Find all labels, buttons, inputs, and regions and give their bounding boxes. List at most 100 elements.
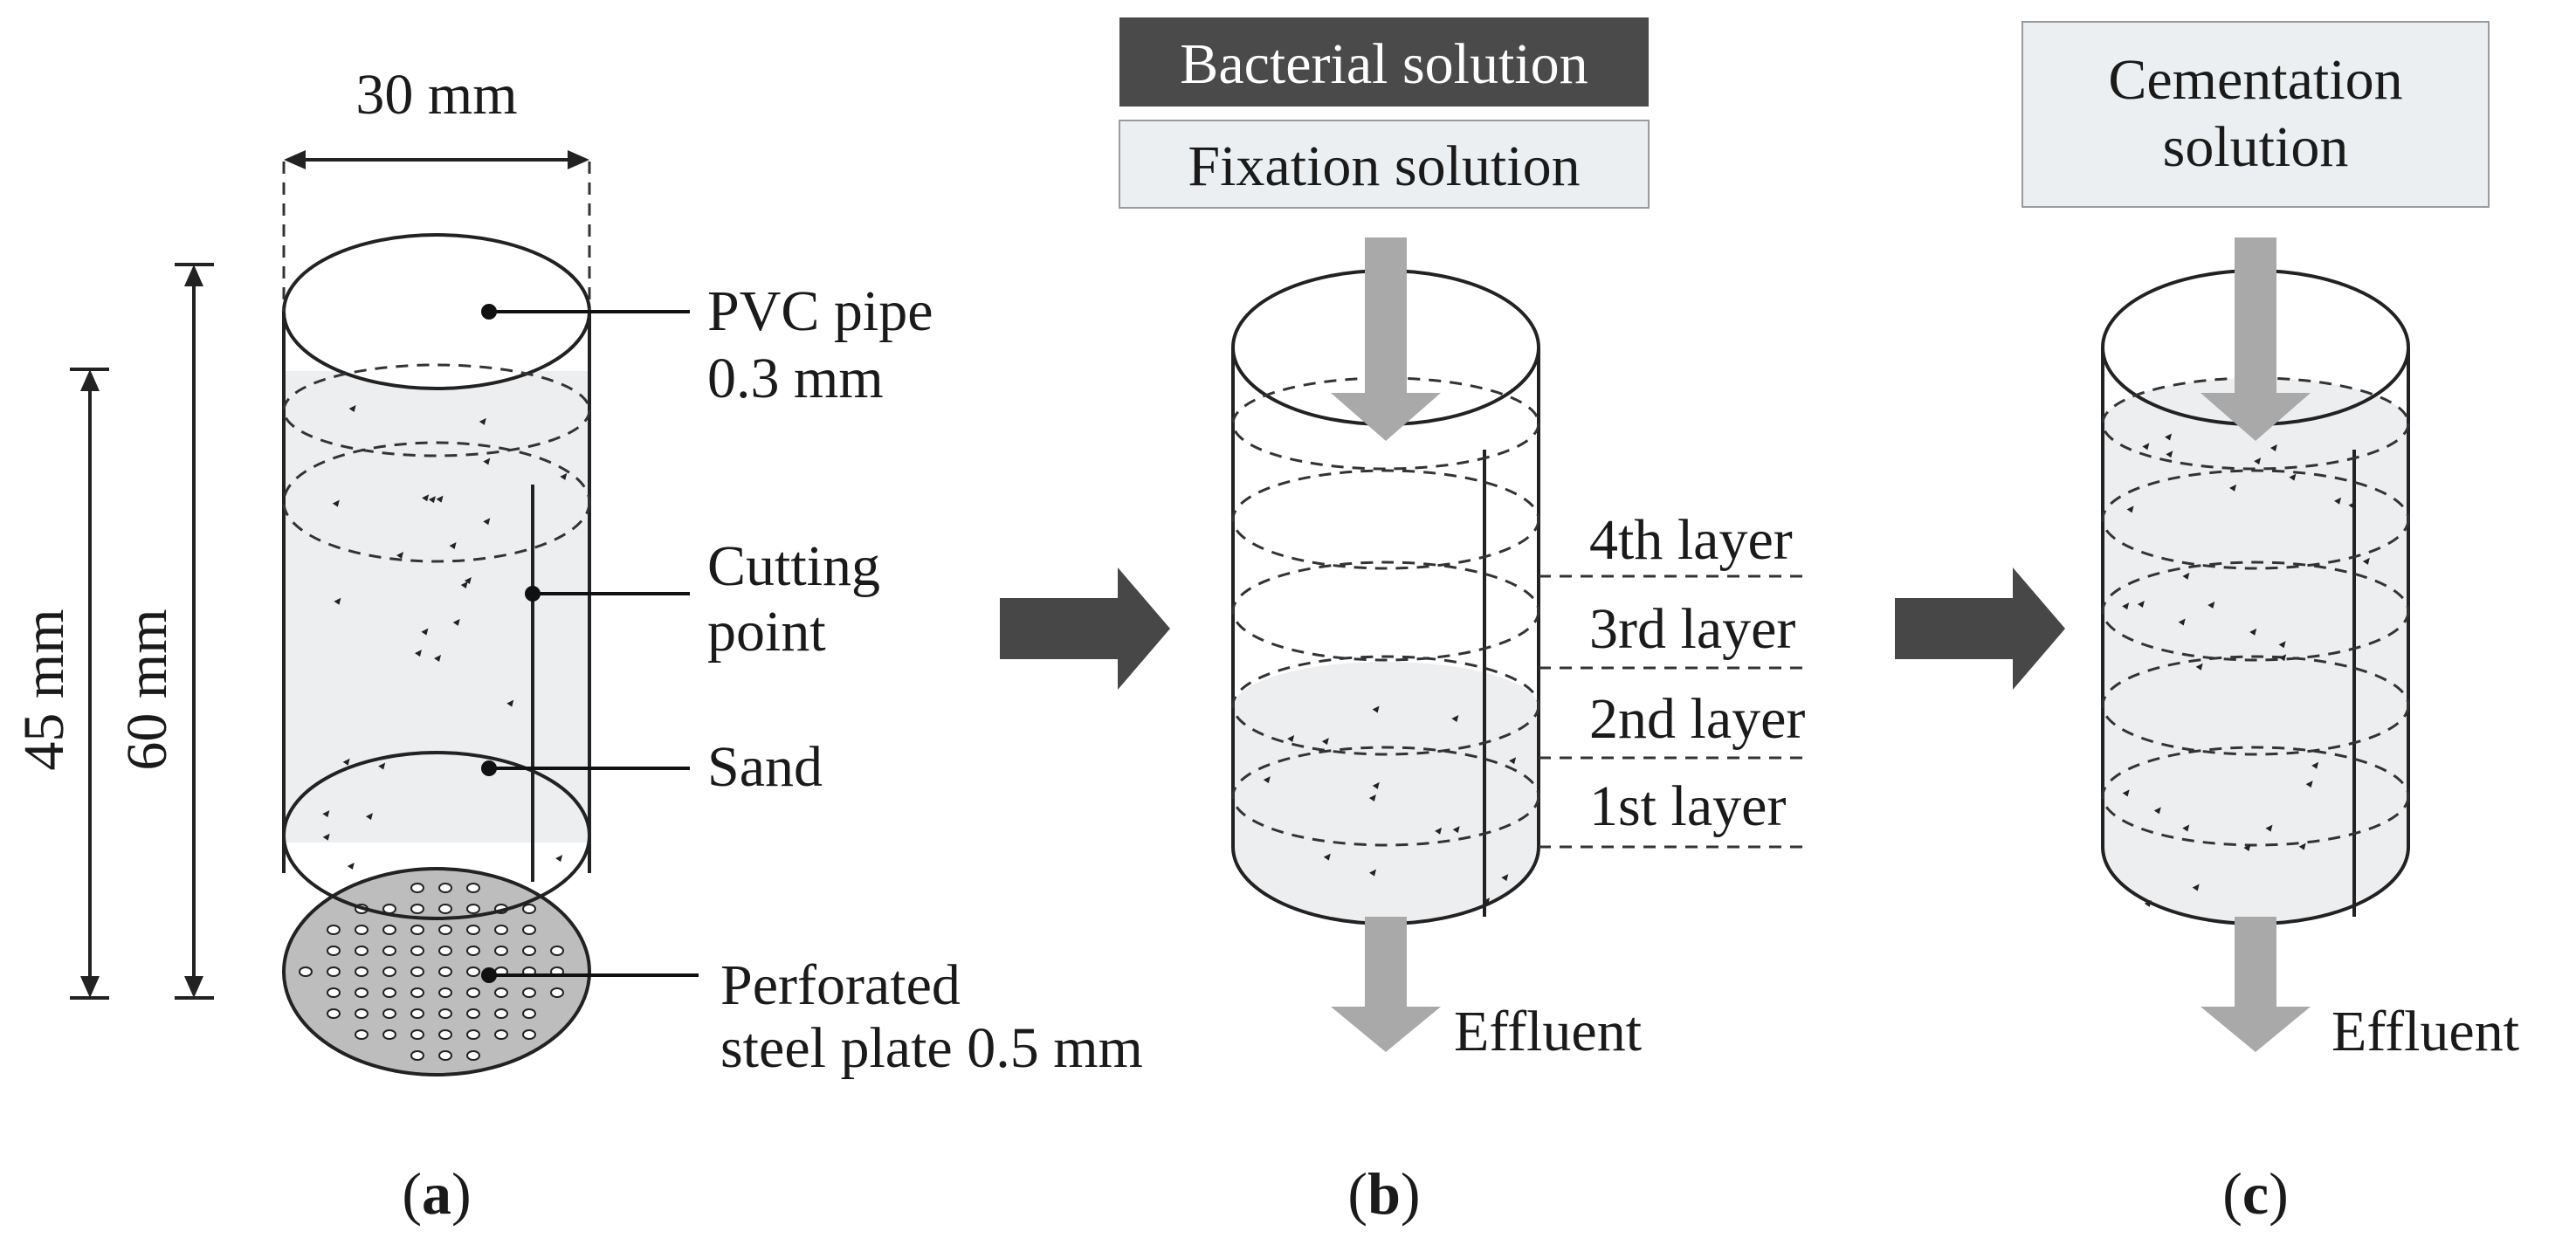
panel-b: Bacterial solution Fixation solution 4th… (1119, 17, 1808, 1227)
height45-arrow-top (80, 369, 100, 391)
sand-grain (2289, 473, 2297, 481)
plate-hole (522, 1029, 536, 1040)
layer-ellipse-c2 (2101, 469, 2410, 570)
layer-ellipse-c5 (2101, 746, 2410, 847)
sand-grain (2178, 618, 2186, 626)
plate-hole (410, 883, 424, 893)
plate-hole (438, 904, 452, 914)
sand-grain (2122, 602, 2130, 610)
sand-grain (479, 417, 486, 425)
plate-hole (327, 987, 341, 998)
plate-hole (466, 946, 480, 956)
sand-bottom-b (1233, 770, 1539, 924)
sand-grain (365, 813, 373, 821)
plate-hole (466, 1008, 480, 1019)
plate-hole (410, 987, 424, 998)
height45-label: 45 mm (12, 609, 76, 770)
sand-grain (2144, 899, 2152, 907)
sand-grain (347, 862, 355, 870)
process-arrow-1 (1000, 567, 1170, 690)
plate-hole (438, 966, 452, 977)
sand-grain (555, 855, 563, 863)
sand-top-dashed (282, 363, 591, 457)
plate-hole (410, 1050, 424, 1061)
sand-grain (332, 499, 340, 507)
plate-hole (382, 987, 396, 998)
sand-grain (1263, 776, 1271, 784)
height60-arrow-top (184, 265, 203, 286)
layer-2-label: 2nd layer (1589, 687, 1805, 751)
sand-top (284, 365, 589, 456)
fixation-box (1119, 120, 1650, 209)
plate-hole (327, 1008, 341, 1019)
plate-hole (494, 946, 508, 956)
effluent-label-b: Effluent (1454, 1000, 1642, 1063)
pvc-label-1: PVC pipe (707, 279, 933, 343)
sand-grain (1369, 869, 1377, 877)
sand-grain (1501, 874, 1509, 882)
layer-ellipse-b1 (1231, 376, 1540, 471)
sand-grain (322, 833, 330, 841)
height45-arrow-bottom (80, 976, 100, 998)
plate-hole (382, 925, 396, 935)
panel-c: Cementation solution Effluent (c) (2022, 21, 2519, 1227)
plate-label-1: Perforated (720, 953, 961, 1017)
fixation-label: Fixation solution (1188, 134, 1580, 198)
plate-hole (355, 925, 368, 935)
sand-grain (1451, 714, 1459, 722)
plate-hole (438, 883, 452, 893)
perforated-plate (282, 867, 591, 1076)
plate-hole (355, 966, 368, 977)
sand-grain (2153, 807, 2161, 815)
layer-ellipse-c1 (2101, 376, 2410, 471)
effluent-label-c: Effluent (2331, 1000, 2519, 1063)
panel-b-label: (b) (1347, 1160, 1420, 1227)
sand-grain (560, 472, 568, 480)
panel-c-label: (c) (2222, 1160, 2289, 1227)
plate-hole (410, 966, 424, 977)
sand-grain (396, 552, 404, 560)
layer-ellipse-b5 (1231, 746, 1540, 847)
plate-hole (438, 1029, 452, 1040)
sand-bottom-c (2103, 770, 2408, 924)
sand-grain (483, 518, 491, 526)
sand-grain (342, 758, 350, 766)
sand-grain (449, 542, 457, 550)
sand-grain (2348, 501, 2356, 509)
sand-grain (2142, 443, 2150, 451)
sand-grain (452, 618, 460, 626)
sand-body (284, 371, 589, 843)
layer-ellipse-b2 (1231, 469, 1540, 570)
plate-hole (466, 1029, 480, 1040)
sand-grain (2122, 789, 2130, 797)
sand-grain (2243, 844, 2251, 852)
sand-grain (1368, 794, 1376, 801)
effluent-arrow-c (2201, 917, 2311, 1052)
width-dim-label: 30 mm (355, 63, 517, 127)
sand-grains-a (322, 405, 568, 870)
sand-grain (483, 457, 491, 465)
pvc-label-2: 0.3 mm (707, 347, 884, 410)
sand-grain (506, 699, 514, 707)
process-arrow-2 (1895, 567, 2065, 690)
sand-grain (322, 810, 330, 818)
inflow-arrow-c (2201, 237, 2311, 441)
sand-top-b (1233, 662, 1539, 753)
plate-hole (550, 946, 564, 956)
sand-grain (2249, 628, 2257, 636)
plate-hole (494, 925, 508, 935)
plate-hole (466, 904, 480, 914)
plate-hole (466, 966, 480, 977)
layer-ellipse-b3 (1231, 561, 1540, 662)
sand-grain (2279, 654, 2287, 662)
sand-body-c (2103, 423, 2408, 847)
sand-grain (378, 762, 386, 770)
layer-ellipse-c3 (2101, 561, 2410, 662)
panel-a: 30 mm 60 mm 45 mm PVC pipe 0.3 mm Cuttin… (12, 63, 1143, 1227)
plate-hole (494, 1029, 508, 1040)
plate-hole (382, 966, 396, 977)
sand-grain (2182, 824, 2190, 832)
sand-grains-b (1263, 705, 1517, 905)
plate-hole (382, 1008, 396, 1019)
plate-hole (327, 946, 341, 956)
